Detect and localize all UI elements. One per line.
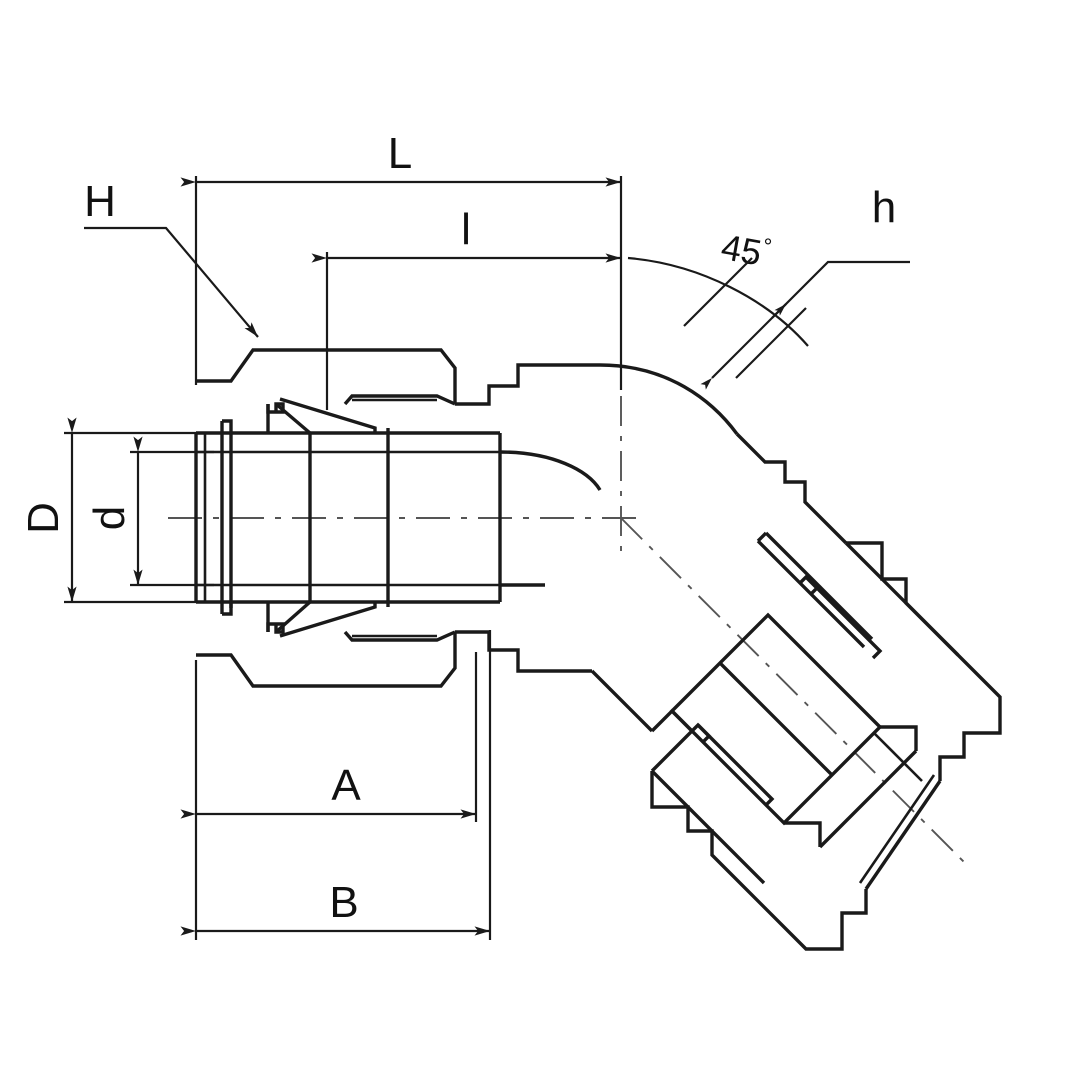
dimension-l: l bbox=[311, 205, 621, 410]
angled-outer-nut-lower bbox=[650, 771, 868, 951]
ferrule-cone-lower bbox=[279, 602, 377, 638]
bore-upper-into-bend bbox=[499, 450, 602, 491]
dim-D-label: D bbox=[19, 502, 68, 534]
dimension-L: L bbox=[180, 129, 623, 390]
ferrule-top-cap bbox=[222, 419, 233, 433]
dim-A-label: A bbox=[331, 761, 361, 810]
dim-h-label: h bbox=[872, 183, 896, 232]
elbow-inner-lower-line bbox=[590, 669, 654, 733]
dim-h-ext-a bbox=[683, 257, 753, 327]
ferrule-cone-upper bbox=[279, 397, 377, 433]
centerlines bbox=[168, 176, 969, 867]
angled-hex-lower-left bbox=[650, 769, 766, 885]
angled-nut-inner-step-2 bbox=[784, 821, 822, 847]
ferrule-nose-notch-lower bbox=[266, 622, 285, 634]
dim-H-label: H bbox=[84, 177, 116, 226]
angled-leg bbox=[650, 432, 1002, 951]
angled-nut-end-face bbox=[864, 780, 942, 890]
dim-H-leader bbox=[84, 226, 259, 338]
dim-l-label: l bbox=[461, 205, 471, 254]
angle-degree-symbol: ° bbox=[764, 234, 773, 259]
angled-tube-top-cap bbox=[756, 531, 768, 543]
elbow-outer-arc bbox=[599, 363, 739, 436]
angled-nut-end-face-2 bbox=[858, 774, 936, 884]
dimension-angle-45: 45 ° bbox=[627, 226, 809, 347]
dim-B-label: B bbox=[329, 878, 358, 927]
angled-nut-inner-step bbox=[880, 725, 918, 751]
ferrule-bottom-cap bbox=[222, 602, 233, 616]
dimension-d: d bbox=[85, 436, 214, 587]
angled-chamfer-1 bbox=[873, 732, 923, 782]
dimension-B: B bbox=[180, 630, 492, 940]
angled-nut-mid-line bbox=[718, 661, 834, 777]
left-nut-lower-profile bbox=[196, 632, 457, 688]
angled-leg-upper-step bbox=[735, 432, 848, 545]
angled-leg-lower-step bbox=[650, 708, 695, 773]
angle-value-label: 45 bbox=[718, 226, 765, 273]
dim-h-leader bbox=[771, 260, 910, 319]
angled-ferrule-cone-lower bbox=[696, 723, 775, 808]
dimension-H: H bbox=[84, 177, 259, 338]
angled-nut-inner-diag bbox=[818, 749, 918, 849]
ferrule-taper-upper bbox=[274, 402, 312, 435]
tube-and-ferrule bbox=[194, 397, 602, 638]
fitting-body-outline bbox=[196, 348, 739, 733]
dimension-D: D bbox=[19, 417, 210, 604]
body-step-lower bbox=[455, 630, 592, 673]
left-nut-washer-upper bbox=[343, 394, 456, 406]
dimension-A: A bbox=[180, 652, 478, 822]
dim-L-label: L bbox=[388, 129, 412, 178]
left-nut-washer-lower bbox=[343, 630, 456, 642]
dimension-h: h bbox=[683, 183, 910, 390]
left-nut-upper-profile bbox=[196, 348, 457, 404]
angled-tube-top-edge-2 bbox=[764, 531, 874, 641]
dim-d-label: d bbox=[85, 506, 134, 530]
angled-outer-nut-upper bbox=[846, 541, 1002, 781]
angled-ferrule-cone bbox=[804, 575, 883, 660]
angle-arc bbox=[627, 256, 809, 347]
body-step-upper bbox=[455, 363, 600, 406]
